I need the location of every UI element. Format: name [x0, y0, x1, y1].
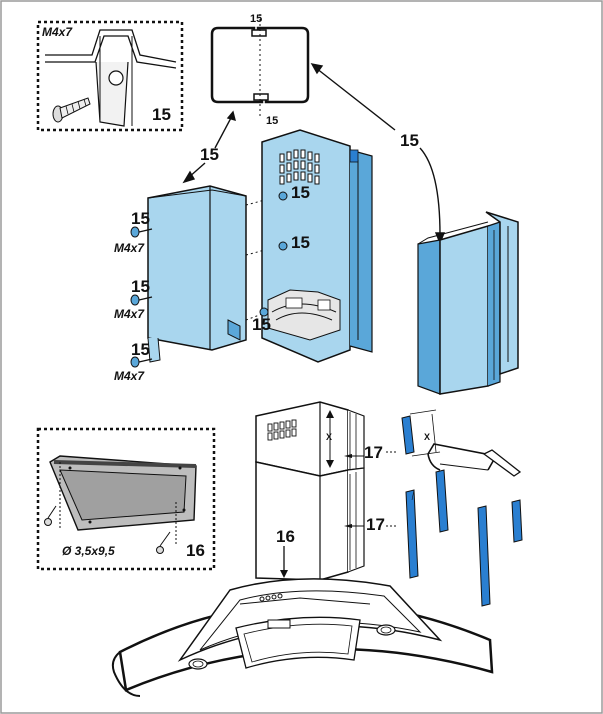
label-15-body-3: 15	[252, 315, 271, 334]
screw-icon	[130, 226, 153, 238]
label-15-b: 15	[400, 131, 419, 150]
label-m4x7-detail: M4x7	[42, 25, 73, 39]
label-dimension-x-2: X	[424, 432, 430, 442]
control-buttons-icon	[259, 593, 283, 602]
screw-icon	[130, 294, 153, 306]
screw-icon	[156, 531, 171, 554]
guide-lines	[245, 195, 281, 321]
vent-grille	[279, 149, 320, 185]
screw-icon	[278, 241, 288, 251]
adjustment-strips: X	[401, 409, 523, 607]
label-m4x7-2: M4x7	[114, 307, 145, 321]
label-15-section-bottom: 15	[266, 115, 278, 127]
screw-icon	[52, 97, 91, 123]
hacksaw-icon	[427, 443, 522, 477]
right-chimney-panel	[417, 211, 519, 395]
label-15-body-1: 15	[291, 183, 310, 202]
label-m4x7-1: M4x7	[114, 241, 145, 255]
guide-lines-17	[386, 451, 398, 527]
label-17-a: 17	[364, 443, 383, 462]
screw-icon	[259, 307, 269, 317]
arrows-part-15	[182, 63, 446, 245]
label-15-a: 15	[200, 145, 219, 164]
label-m4x7-3: M4x7	[114, 369, 145, 383]
front-chimney-panel	[147, 185, 247, 363]
hole-icon	[108, 70, 124, 86]
label-16-hood: 16	[276, 527, 295, 546]
label-16-detail: 16	[186, 541, 205, 560]
detail-box-screw: M4x7 15	[36, 20, 184, 132]
screw-icon	[44, 505, 57, 526]
screw-icon	[130, 356, 153, 368]
assembled-hood: X	[111, 401, 494, 697]
label-screw-35x95: Ø 3,5x9,5	[62, 544, 115, 558]
label-15-body-2: 15	[291, 233, 310, 252]
label-17-b: 17	[366, 515, 385, 534]
label-dimension-x-1: X	[326, 432, 332, 442]
detail-box-filter: Ø 3,5x9,5 16	[36, 427, 216, 571]
label-15-screw-2: 15	[131, 277, 150, 296]
label-15-screw-3: 15	[131, 340, 150, 359]
label-15-screw-1: 15	[131, 209, 150, 228]
chimney-cross-section: 15 15	[210, 13, 310, 127]
label-15-section-top: 15	[250, 13, 262, 25]
screws-left	[130, 226, 153, 368]
vent-grille-assembled	[267, 419, 297, 441]
label-15-detail: 15	[152, 105, 171, 124]
screw-icon	[278, 191, 288, 201]
chimney-body-center	[259, 129, 373, 363]
